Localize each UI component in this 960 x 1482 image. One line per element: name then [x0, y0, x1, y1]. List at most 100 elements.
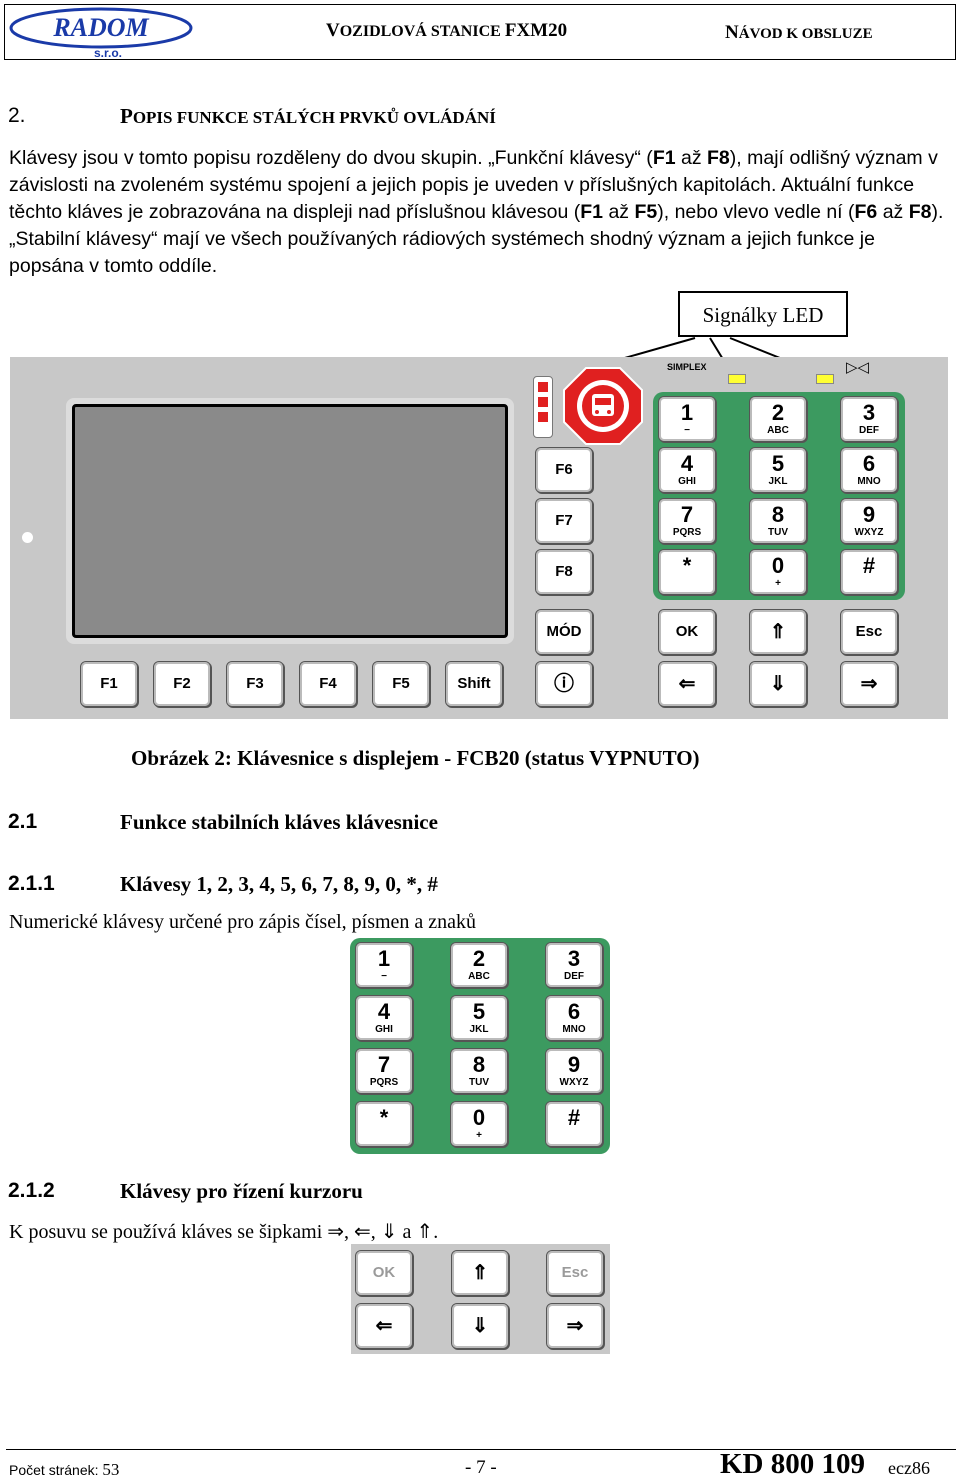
f5-key[interactable]: F5 [372, 661, 430, 707]
numpad-key-star[interactable]: * [658, 549, 716, 595]
f1-key[interactable]: F1 [80, 661, 138, 707]
numeric-keys-description: Numerické klávesy určené pro zápis čísel… [9, 911, 477, 933]
right-arrow-key-figure: ⇒ [546, 1303, 604, 1349]
ok-key[interactable]: OK [658, 609, 716, 655]
document-code: KD 800 109 [720, 1448, 865, 1480]
key-letters: GHI [375, 1024, 393, 1035]
shift-key[interactable]: Shift [445, 661, 503, 707]
key-letters: PQRS [672, 527, 702, 538]
key-digit: 7 [680, 502, 694, 527]
key-letters: JKL [469, 1024, 489, 1035]
down-arrow-key-figure: ⇓ [451, 1303, 509, 1349]
key-letters: MNO [857, 476, 881, 487]
key-letters: ABC [468, 971, 490, 982]
numpad-key-0[interactable]: 0+ [749, 549, 807, 595]
key-digit: 9 [862, 502, 876, 527]
document-version: ecz86 [888, 1458, 930, 1478]
key-digit: 6 [567, 999, 581, 1024]
footer-rule [6, 1449, 956, 1450]
f8-key[interactable]: F8 [535, 549, 593, 595]
right-arrow-key[interactable]: ⇒ [840, 661, 898, 707]
key-letters: + [775, 578, 781, 589]
key-digit: 0 [472, 1105, 486, 1130]
f4-key[interactable]: F4 [299, 661, 357, 707]
display-screen [72, 404, 508, 638]
key-letters: GHI [678, 476, 696, 487]
ok-key-dimmed: OK [355, 1250, 413, 1296]
key-digit: 1 [680, 400, 694, 425]
key-digit: 2 [472, 946, 486, 971]
document-subtitle: NÁVOD K OBSLUZE [725, 22, 873, 43]
key-letters: PQRS [369, 1077, 399, 1088]
indicator-dot [22, 532, 33, 543]
f7-key[interactable]: F7 [535, 498, 593, 544]
simplex-led [728, 374, 746, 384]
numpad-key-1[interactable]: 1− [658, 396, 716, 442]
key-letters: + [476, 1130, 482, 1141]
f2-key[interactable]: F2 [153, 661, 211, 707]
key-letters: ABC [767, 425, 789, 436]
svg-text:s.r.o.: s.r.o. [94, 46, 122, 58]
up-arrow-key[interactable]: ⇑ [749, 609, 807, 655]
key-letters: − [684, 425, 690, 436]
left-arrow-key[interactable]: ⇐ [658, 661, 716, 707]
subsection-title-2-1-1: Klávesy 1, 2, 3, 4, 5, 6, 7, 8, 9, 0, *,… [120, 872, 438, 896]
key-digit: 5 [771, 451, 785, 476]
subsection-number-2-1-1: 2.1.1 [8, 872, 55, 895]
figure-caption: Obrázek 2: Klávesnice s displejem - FCB2… [131, 746, 700, 770]
figure-numpad-key-star: * [355, 1101, 413, 1147]
svg-text:RADOM: RADOM [52, 13, 149, 42]
power-key[interactable]: ⓘ [535, 661, 593, 707]
key-digit: 5 [472, 999, 486, 1024]
subsection-title: Funkce stabilních kláves klávesnice [120, 810, 438, 834]
esc-key[interactable]: Esc [840, 609, 898, 655]
header-frame [4, 4, 956, 60]
page-number: - 7 - [465, 1457, 497, 1478]
key-digit: 3 [862, 400, 876, 425]
key-letters: WXYZ [559, 1077, 589, 1088]
led-strip [533, 376, 553, 438]
key-digit: 8 [771, 502, 785, 527]
page-count: Počet stránek: 53 [9, 1460, 120, 1479]
emergency-bus-icon[interactable] [562, 366, 644, 446]
section-title: POPIS FUNKCE STÁLÝCH PRVKŮ OVLÁDÁNÍ [120, 104, 496, 128]
key-digit: 8 [472, 1052, 486, 1077]
f6-key[interactable]: F6 [535, 447, 593, 493]
subsection-title-2-1-2: Klávesy pro řízení kurzoru [120, 1179, 363, 1203]
duplex-led [816, 374, 834, 384]
key-digit: # [567, 1105, 581, 1130]
f3-key[interactable]: F3 [226, 661, 284, 707]
up-arrow-key-figure: ⇑ [451, 1250, 509, 1296]
led-callout-label: Signálky LED [678, 291, 848, 337]
key-digit: 4 [377, 999, 391, 1024]
key-digit: 3 [567, 946, 581, 971]
subsection-number-2-1-2: 2.1.2 [8, 1179, 55, 1202]
figure-numpad-key-hash: # [545, 1101, 603, 1147]
key-letters: DEF [564, 971, 584, 982]
key-digit: * [379, 1105, 389, 1130]
down-arrow-key[interactable]: ⇓ [749, 661, 807, 707]
key-digit: 9 [567, 1052, 581, 1077]
mode-key[interactable]: MÓD [535, 609, 593, 655]
numpad-key-hash[interactable]: # [840, 549, 898, 595]
key-letters: WXYZ [854, 527, 884, 538]
simplex-label: SIMPLEX [667, 362, 707, 372]
key-digit: 6 [862, 451, 876, 476]
key-digit: 4 [680, 451, 694, 476]
cursor-keys-description: K posuvu se používá kláves se šipkami ⇒,… [9, 1221, 439, 1243]
